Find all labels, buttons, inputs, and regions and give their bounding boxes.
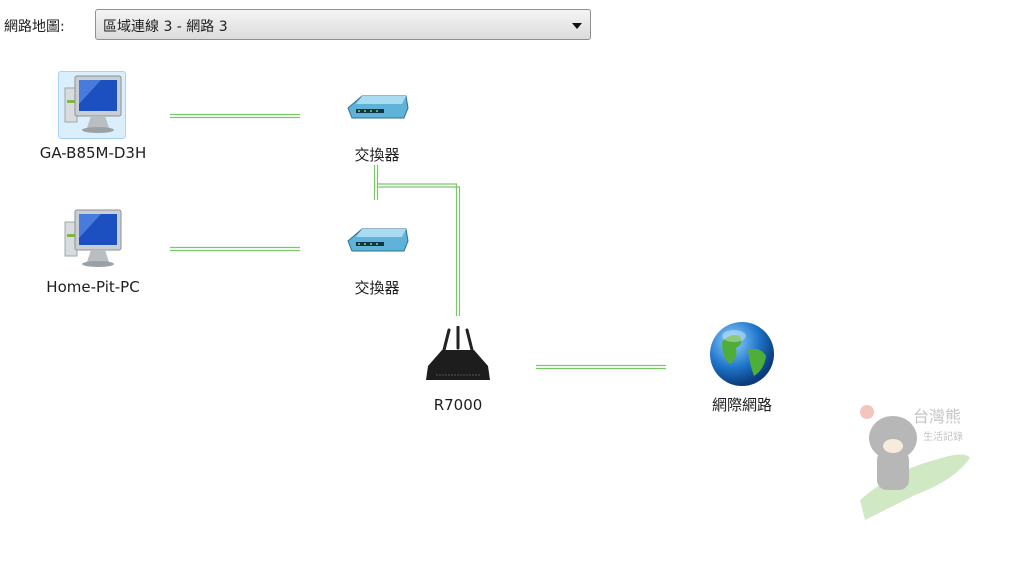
node-label: Home-Pit-PC	[46, 278, 140, 296]
node-internet[interactable]: 網際網路	[692, 320, 792, 415]
node-label: 交換器	[354, 279, 400, 297]
node-label: 交換器	[354, 146, 400, 164]
svg-text:台灣熊: 台灣熊	[913, 407, 961, 426]
link-pc1-switch1	[170, 113, 300, 119]
node-label: GA-B85M-D3H	[39, 144, 147, 162]
network-select-dropdown[interactable]: 區域連線 3 - 網路 3	[95, 9, 591, 40]
link-switch-router	[377, 183, 461, 316]
network-select-value: 區域連線 3 - 網路 3	[103, 19, 228, 35]
watermark-logo: 台灣熊 生活記錄	[860, 405, 970, 520]
globe-icon	[710, 322, 774, 386]
computer-icon	[64, 209, 122, 267]
switch-icon	[347, 228, 409, 252]
link-switch1-switch2	[373, 165, 379, 200]
node-pc2[interactable]: Home-Pit-PC	[20, 208, 166, 296]
network-map-label: 網路地圖:	[4, 19, 65, 35]
computer-icon	[64, 75, 122, 133]
node-switch2[interactable]: 交換器	[327, 223, 427, 298]
node-label: 網際網路	[711, 396, 772, 414]
link-router-internet	[536, 364, 666, 370]
link-pc2-switch2	[170, 246, 300, 252]
node-label: R7000	[433, 396, 483, 414]
chevron-down-icon	[572, 23, 582, 29]
svg-text:生活記錄: 生活記錄	[923, 430, 963, 443]
node-router[interactable]: R7000	[408, 325, 508, 414]
node-switch1[interactable]: 交換器	[327, 90, 427, 165]
router-icon	[426, 325, 490, 380]
switch-icon	[347, 95, 409, 119]
node-pc1[interactable]: GA-B85M-D3H	[20, 74, 166, 162]
